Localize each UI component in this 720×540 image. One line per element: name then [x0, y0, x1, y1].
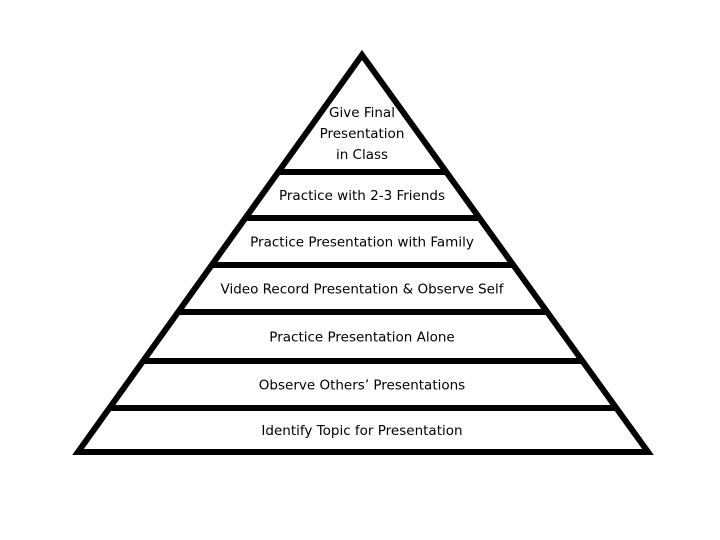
level-label: Identify Topic for Presentation	[261, 423, 462, 439]
level-label: Observe Others’ Presentations	[259, 378, 465, 394]
level-label: Practice with 2-3 Friends	[279, 188, 445, 204]
level-label: Practice Presentation with Family	[250, 235, 474, 251]
level-label: Presentation	[320, 126, 405, 142]
pyramid-level-4: Video Record Presentation & Observe Self	[221, 282, 505, 298]
level-label: Practice Presentation Alone	[269, 330, 454, 346]
pyramid-level-5: Practice Presentation Alone	[269, 330, 454, 346]
pyramid-level-2: Practice with 2-3 Friends	[279, 188, 445, 204]
pyramid-level-7: Identify Topic for Presentation	[261, 423, 462, 439]
pyramid-level-3: Practice Presentation with Family	[250, 235, 474, 251]
level-label: in Class	[336, 147, 388, 163]
pyramid-level-6: Observe Others’ Presentations	[259, 378, 465, 394]
pyramid-outline	[72, 49, 654, 455]
level-label: Video Record Presentation & Observe Self	[221, 282, 505, 298]
level-label: Give Final	[329, 105, 395, 121]
